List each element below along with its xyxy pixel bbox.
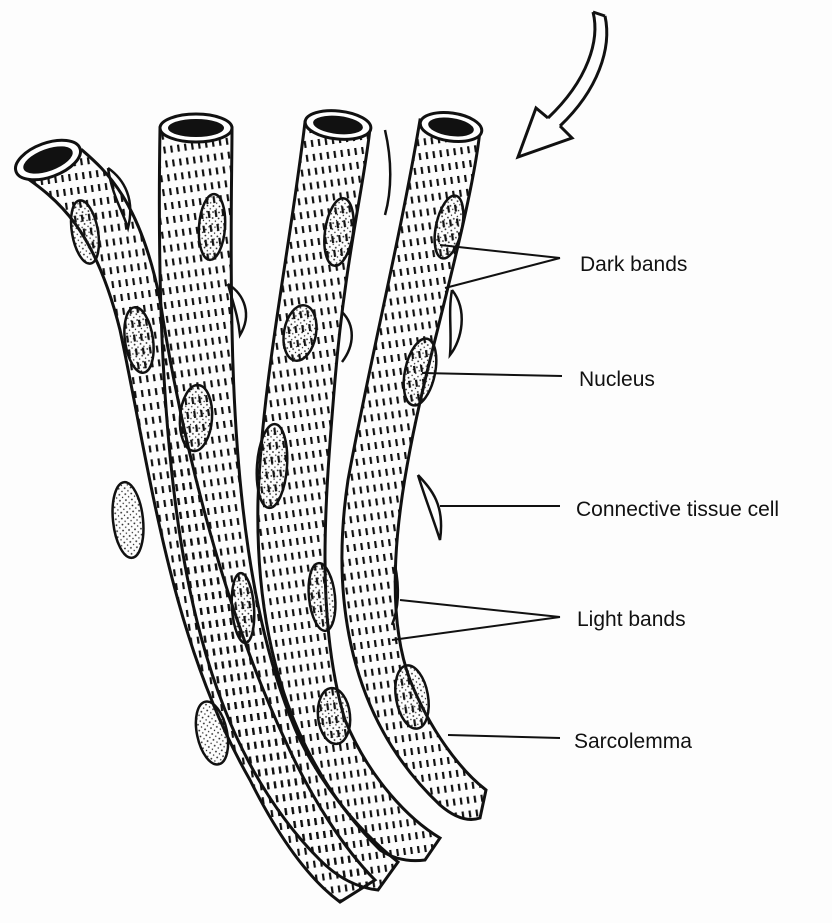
muscle-fibre-4 — [342, 109, 486, 820]
label-nucleus: Nucleus — [579, 369, 655, 390]
label-sarcolemma: Sarcolemma — [574, 731, 692, 752]
label-dark-bands: Dark bands — [580, 254, 687, 275]
label-connective-tissue-cell: Connective tissue cell — [576, 499, 779, 520]
label-light-bands: Light bands — [577, 609, 686, 630]
curved-arrow-icon — [518, 12, 607, 157]
